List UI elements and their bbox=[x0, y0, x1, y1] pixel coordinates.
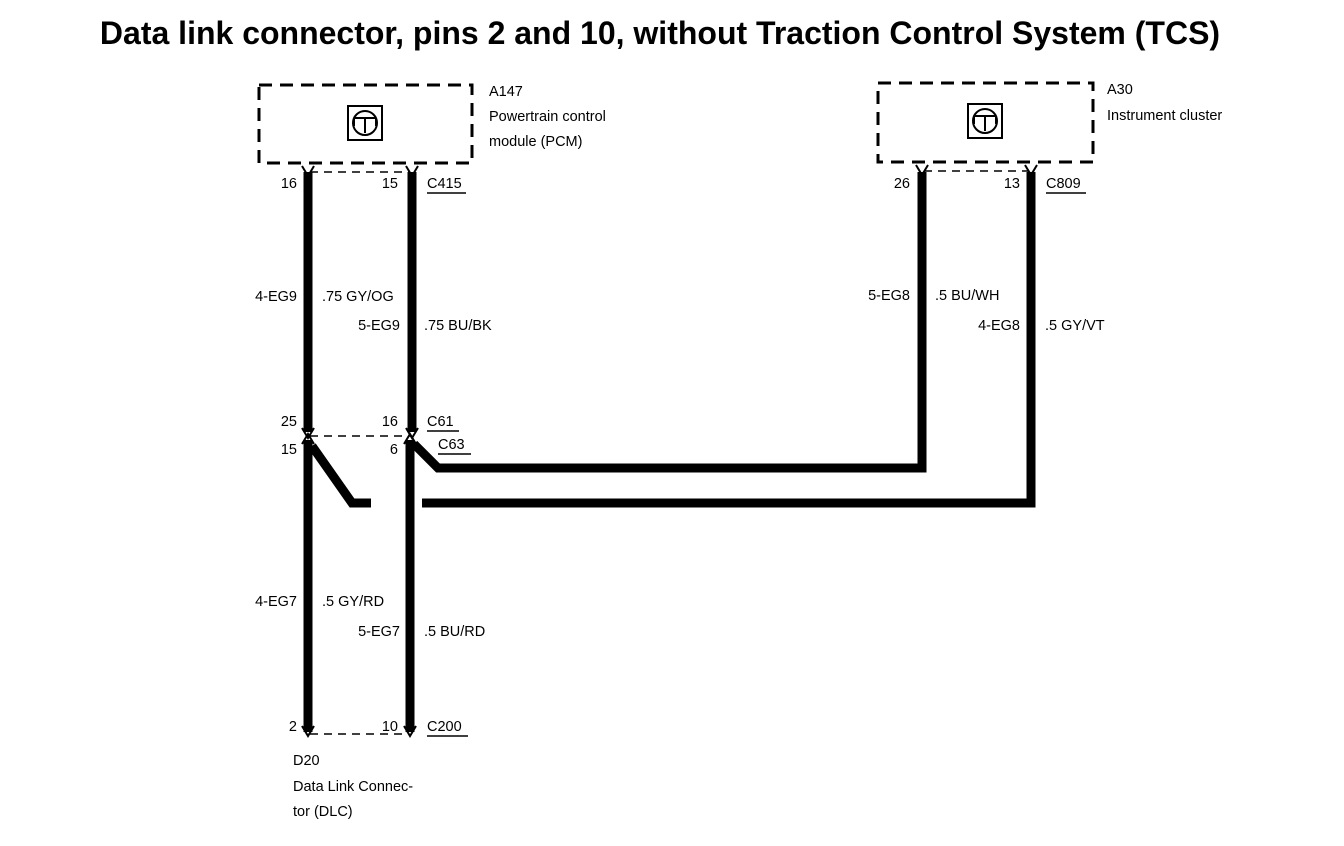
dlc-id: D20 bbox=[293, 753, 320, 769]
connector-c61-c63: 25 16 C61 15 6 C63 bbox=[281, 414, 471, 458]
eg9-bu-spec: .75 BU/BK bbox=[424, 318, 492, 334]
eg9-gy-spec: .75 GY/OG bbox=[322, 289, 394, 305]
eg9-bu-circuit: 5-EG9 bbox=[358, 318, 400, 334]
connector-c415: 16 15 C415 bbox=[281, 165, 466, 194]
c200-name: C200 bbox=[427, 719, 462, 735]
dlc-name-line2: tor (DLC) bbox=[293, 804, 353, 820]
eg7-bu-spec: .5 BU/RD bbox=[424, 624, 485, 640]
dlc-label: D20 Data Link Connec- tor (DLC) bbox=[293, 753, 413, 820]
wire-4-eg8-splice bbox=[308, 443, 371, 508]
dlc-name-line1: Data Link Connec- bbox=[293, 779, 413, 795]
c63-pin-right: 6 bbox=[390, 442, 398, 458]
eg9-gy-circuit: 4-EG9 bbox=[255, 289, 297, 305]
pcm-name-line2: module (PCM) bbox=[489, 134, 582, 150]
c61-name: C61 bbox=[427, 414, 454, 430]
c809-pin-left: 26 bbox=[894, 176, 910, 192]
connector-c200: 2 10 C200 bbox=[289, 719, 468, 738]
pcm-module-box bbox=[257, 83, 474, 165]
wire-labels: 4-EG9 .75 GY/OG 5-EG9 .75 BU/BK 5-EG8 .5… bbox=[255, 288, 1105, 640]
cluster-module-box bbox=[876, 81, 1095, 164]
c200-pin-left: 2 bbox=[289, 719, 297, 735]
eg7-bu-circuit: 5-EG7 bbox=[358, 624, 400, 640]
pcm-module: A147 Powertrain control module (PCM) bbox=[257, 83, 606, 165]
instrument-cluster: A30 Instrument cluster bbox=[876, 81, 1222, 164]
c415-pin-left: 16 bbox=[281, 176, 297, 192]
cluster-id: A30 bbox=[1107, 82, 1133, 98]
diagram-title: Data link connector, pins 2 and 10, with… bbox=[100, 15, 1220, 51]
cluster-name: Instrument cluster bbox=[1107, 108, 1222, 124]
c61-pin-right: 16 bbox=[382, 414, 398, 430]
ground-symbol-icon bbox=[967, 103, 1003, 139]
connector-c809: 26 13 C809 bbox=[894, 164, 1086, 194]
c63-pin-left: 15 bbox=[281, 442, 297, 458]
c809-pin-right: 13 bbox=[1004, 176, 1020, 192]
eg8-gy-spec: .5 GY/VT bbox=[1045, 318, 1105, 334]
pcm-id: A147 bbox=[489, 84, 523, 100]
wires bbox=[303, 172, 1036, 732]
eg7-gy-spec: .5 GY/RD bbox=[322, 594, 384, 610]
wire-5-eg8 bbox=[410, 172, 927, 473]
c63-name: C63 bbox=[438, 437, 465, 453]
eg8-bu-circuit: 5-EG8 bbox=[868, 288, 910, 304]
eg8-gy-circuit: 4-EG8 bbox=[978, 318, 1020, 334]
c415-name: C415 bbox=[427, 176, 462, 192]
c809-name: C809 bbox=[1046, 176, 1081, 192]
eg7-gy-circuit: 4-EG7 bbox=[255, 594, 297, 610]
wire-4-eg8 bbox=[422, 172, 1036, 508]
c61-pin-left: 25 bbox=[281, 414, 297, 430]
ground-symbol-icon bbox=[347, 105, 383, 141]
pcm-name-line1: Powertrain control bbox=[489, 109, 606, 125]
eg8-bu-spec: .5 BU/WH bbox=[935, 288, 999, 304]
c200-pin-right: 10 bbox=[382, 719, 398, 735]
c415-pin-right: 15 bbox=[382, 176, 398, 192]
